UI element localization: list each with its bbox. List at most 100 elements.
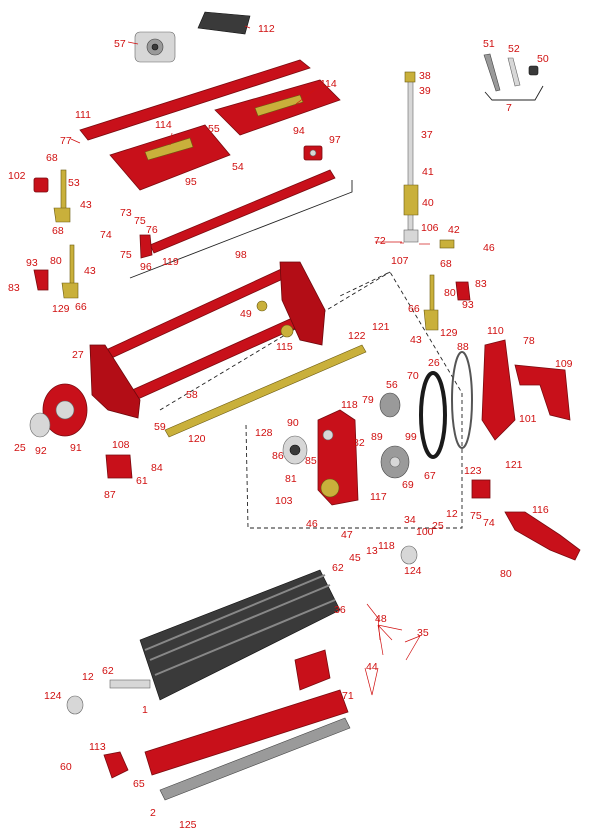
part-label-66a: 66: [75, 301, 87, 313]
upper-group-bracket: [129, 180, 353, 279]
part-label-43c: 43: [410, 334, 422, 346]
part-label-44: 44: [366, 661, 378, 673]
part-label-55: 55: [208, 123, 220, 135]
part-label-101: 101: [519, 413, 537, 425]
pulley-69: [380, 445, 410, 479]
bushing-49: [256, 300, 268, 312]
part-label-52: 52: [508, 43, 520, 55]
part-label-62a: 62: [332, 562, 344, 574]
part-label-107: 107: [391, 255, 409, 267]
part-label-78: 78: [523, 335, 535, 347]
part-label-117: 117: [370, 491, 387, 503]
part-label-106: 106: [421, 222, 439, 234]
shield-111: [79, 59, 311, 141]
part-label-38: 38: [419, 70, 431, 82]
pulley-56: [379, 392, 401, 418]
part-label-118b: 118: [378, 540, 395, 552]
part-label-99: 99: [405, 431, 417, 443]
shaft-120: [164, 344, 367, 438]
bedbar-65: [144, 689, 349, 776]
part-label-90: 90: [287, 417, 299, 429]
part-label-121b: 121: [505, 459, 523, 471]
belt-88: [451, 351, 473, 449]
part-label-94: 94: [293, 125, 305, 137]
guard-109: [514, 364, 571, 421]
part-label-58: 58: [186, 389, 198, 401]
part-label-45: 45: [349, 552, 361, 564]
pulley-85: [282, 435, 308, 465]
part-label-7: 7: [506, 102, 512, 114]
part-label-42: 42: [448, 224, 460, 236]
part-label-116: 116: [532, 504, 549, 516]
part-label-53: 53: [68, 177, 80, 189]
part-label-76: 76: [146, 224, 158, 236]
part-label-115: 115: [276, 341, 293, 353]
belt-26: [419, 371, 447, 459]
part-label-47: 47: [341, 529, 353, 541]
part-label-119: 119: [162, 256, 179, 268]
rod-37: [403, 71, 455, 249]
part-label-57: 57: [114, 38, 126, 50]
part-label-12a: 12: [446, 508, 458, 520]
part-label-25b: 25: [432, 520, 444, 532]
part-label-1: 1: [142, 704, 148, 716]
part-label-43a: 43: [80, 199, 92, 211]
part-label-118a: 118: [341, 399, 358, 411]
part-label-121a: 121: [372, 321, 390, 333]
part-label-56: 56: [386, 379, 398, 391]
top-cover-94: [214, 79, 341, 136]
part-label-108: 108: [112, 439, 130, 451]
part-label-80a: 80: [50, 255, 62, 267]
part-label-98: 98: [235, 249, 247, 261]
part-label-124b: 124: [44, 690, 62, 702]
part-label-60: 60: [60, 761, 72, 773]
part-label-91: 91: [70, 442, 82, 454]
reel-1: [109, 569, 341, 701]
leader-lines: [70, 25, 430, 696]
adjuster-66-right: [423, 274, 439, 331]
part-label-83a: 83: [8, 282, 20, 294]
part-label-65: 65: [133, 778, 145, 790]
part-label-12b: 12: [82, 671, 94, 683]
part-label-46b: 46: [306, 518, 318, 530]
tool-52: [507, 57, 521, 87]
part-label-48: 48: [375, 613, 387, 625]
bracket-93-left: [33, 269, 49, 291]
part-label-93b: 93: [462, 299, 474, 311]
part-label-67: 67: [424, 470, 436, 482]
shield-71: [294, 649, 331, 691]
part-label-27: 27: [72, 349, 84, 361]
nut-50: [528, 65, 539, 76]
part-label-37: 37: [421, 129, 433, 141]
sideplate-117: [317, 409, 359, 506]
top-cover-95: [109, 124, 231, 191]
gasket-112: [197, 11, 251, 35]
part-label-92: 92: [35, 445, 47, 457]
part-label-71: 71: [342, 690, 354, 702]
hub-assembly-57: [134, 31, 176, 63]
end-plate-91: [42, 383, 88, 437]
part-label-72: 72: [374, 235, 386, 247]
adjuster-66-left: [61, 244, 79, 299]
part-label-2: 2: [150, 807, 156, 819]
part-label-69: 69: [402, 479, 414, 491]
part-label-73: 73: [120, 207, 132, 219]
skid-116: [504, 511, 581, 561]
bearing-124-right: [400, 545, 418, 565]
part-label-112: 112: [258, 23, 275, 35]
sideplate-group-dashed-outline: [245, 271, 463, 529]
part-label-125: 125: [179, 819, 197, 831]
bedknife-2: [159, 717, 351, 801]
tool-51: [483, 53, 501, 92]
adjuster-53: [53, 169, 71, 223]
part-label-75b: 75: [120, 249, 132, 261]
part-label-95: 95: [185, 176, 197, 188]
bracket-123: [471, 479, 491, 499]
part-label-82: 82: [353, 437, 365, 449]
part-label-35: 35: [417, 627, 429, 639]
part-label-89: 89: [371, 431, 383, 443]
part-label-68c: 68: [440, 258, 452, 270]
part-label-120: 120: [188, 433, 206, 445]
part-label-36: 36: [334, 604, 346, 616]
